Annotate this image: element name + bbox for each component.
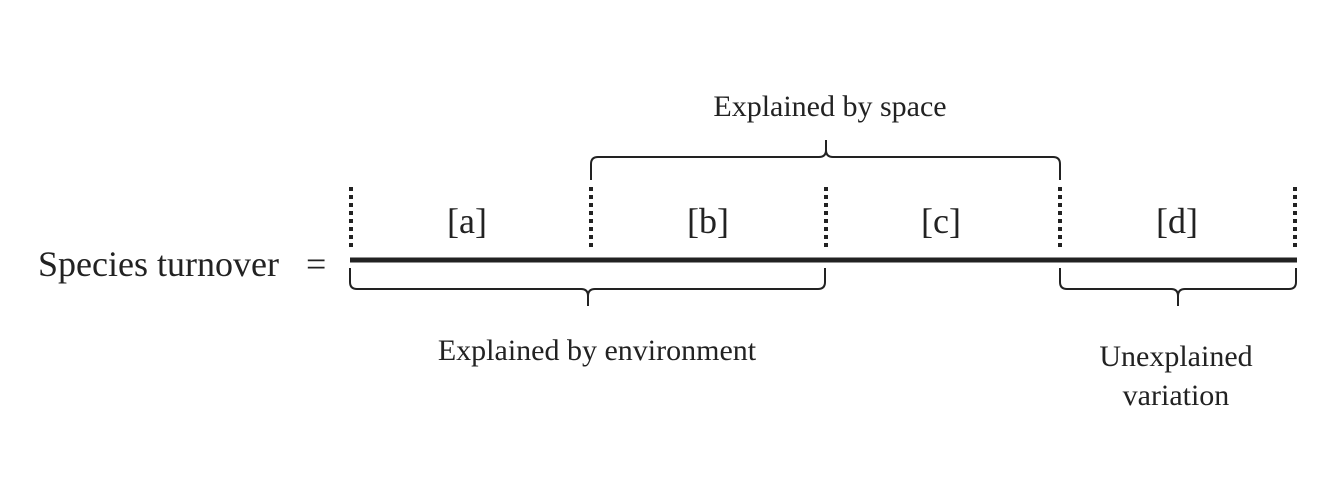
unexplained-brace — [1059, 268, 1297, 306]
segment-b-label: [b] — [687, 201, 729, 241]
segment-a-label: [a] — [447, 201, 487, 241]
equals-sign: = — [306, 244, 327, 284]
species-turnover-label: Species turnover — [38, 244, 279, 284]
explained-by-space-label: Explained by space — [713, 90, 947, 123]
environment-brace — [349, 268, 826, 306]
space-brace — [590, 140, 1061, 180]
segment-d-label: [d] — [1156, 201, 1198, 241]
unexplained-variation-label: Unexplained variation — [1099, 340, 1253, 412]
explained-by-environment-label: Explained by environment — [437, 334, 757, 367]
segment-c-label: [c] — [921, 201, 961, 241]
